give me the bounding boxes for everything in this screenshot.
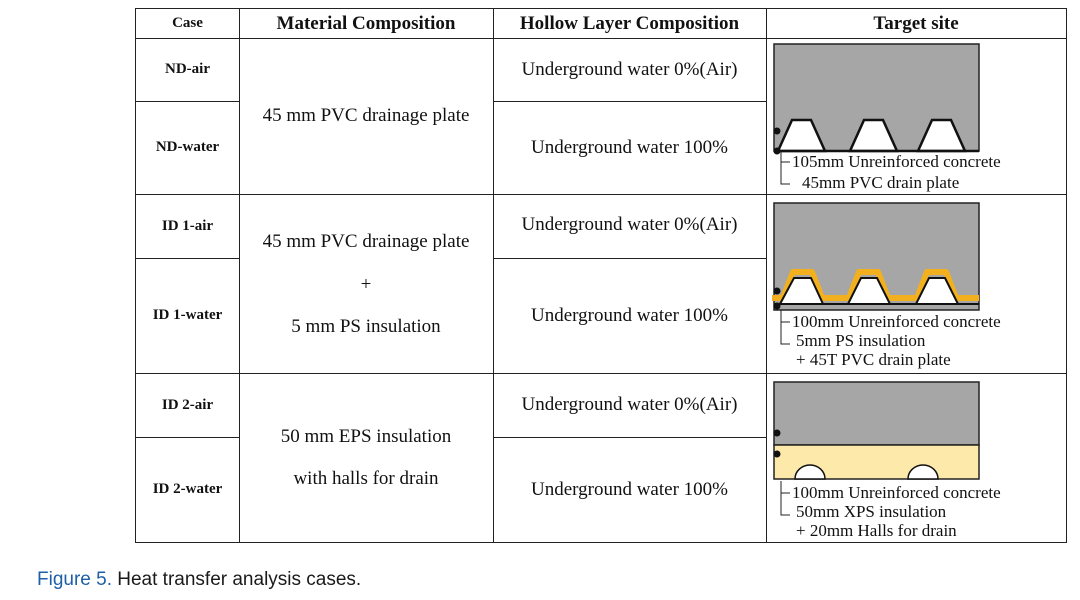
row-divider — [493, 101, 766, 102]
header-case: Case — [172, 15, 203, 31]
material-composition: with halls for drain — [293, 468, 439, 489]
label-leader — [780, 310, 790, 323]
measure-point — [773, 147, 781, 155]
label-leader — [780, 322, 790, 345]
group-divider — [136, 194, 1066, 195]
column-divider — [493, 9, 494, 542]
label-leader — [780, 493, 790, 516]
label-leader — [780, 481, 790, 494]
material-composition: 45 mm PVC drainage plate — [262, 105, 470, 126]
target-label: 45mm PVC drain plate — [802, 173, 959, 192]
figure-label: Figure 5. — [37, 569, 112, 590]
row-divider — [493, 437, 766, 438]
column-divider — [766, 9, 767, 542]
header-material: Material Composition — [276, 12, 456, 34]
target-site-diagram-id1: 100mm Unreinforced concrete 5mm PS insul… — [766, 194, 1066, 373]
group-divider — [136, 373, 1066, 374]
target-label: 100mm Unreinforced concrete — [792, 312, 1001, 331]
target-label: 50mm XPS insulation — [796, 502, 947, 521]
case-label: ID 1-water — [152, 307, 223, 323]
material-composition: 50 mm EPS insulation — [280, 426, 452, 447]
hollow-layer-value: Underground water 0%(Air) — [521, 214, 738, 235]
row-divider — [136, 258, 239, 259]
case-label: ID 2-water — [152, 481, 223, 497]
measure-point — [773, 450, 781, 458]
hollow-layer-value: Underground water 100% — [531, 478, 728, 500]
material-composition: 45 mm PVC drainage plate — [262, 231, 470, 252]
hollow-layer-value: Underground water 0%(Air) — [521, 394, 738, 415]
target-label: 105mm Unreinforced concrete — [792, 152, 1001, 171]
hollow-layer-value: Underground water 100% — [531, 304, 728, 326]
target-label: 100mm Unreinforced concrete — [792, 483, 1001, 502]
caption-text: Heat transfer analysis cases. — [117, 569, 362, 590]
target-label: + 20mm Halls for drain — [796, 521, 957, 540]
target-site-diagram-nd: 105mm Unreinforced concrete 45mm PVC dra… — [766, 38, 1066, 194]
concrete-layer — [773, 381, 980, 446]
case-label: ND-air — [165, 61, 210, 77]
label-leader — [780, 162, 790, 185]
ps-insulation-layer — [772, 269, 979, 301]
measure-point — [773, 127, 781, 135]
case-label: ID 2-air — [161, 396, 214, 413]
header-divider — [136, 38, 1066, 39]
row-divider — [136, 101, 239, 102]
measure-point — [773, 302, 781, 310]
material-composition-plus: + — [360, 274, 372, 295]
target-label: + 45T PVC drain plate — [796, 350, 951, 369]
measure-point — [773, 287, 781, 295]
target-label: 5mm PS insulation — [796, 331, 926, 350]
hollow-layer-value: Underground water 0%(Air) — [521, 58, 738, 80]
case-label: ND-water — [155, 139, 220, 155]
case-label: ID 1-air — [161, 217, 214, 234]
row-divider — [136, 437, 239, 438]
measure-point — [773, 429, 781, 437]
column-divider — [239, 9, 240, 542]
header-target-site: Target site — [873, 12, 959, 34]
row-divider — [493, 258, 766, 259]
label-leader — [780, 151, 790, 163]
material-composition: 5 mm PS insulation — [291, 316, 441, 337]
header-hollow-layer: Hollow Layer Composition — [519, 12, 740, 34]
target-site-diagram-id2: 100mm Unreinforced concrete 50mm XPS ins… — [766, 373, 1066, 542]
drain-hall — [794, 464, 826, 480]
heat-transfer-cases-table: Case Material Composition Hollow Layer C… — [135, 8, 1067, 543]
hollow-layer-value: Underground water 100% — [531, 136, 728, 158]
drain-hall — [907, 464, 939, 480]
figure-caption: Figure 5. Heat transfer analysis cases. — [37, 569, 361, 591]
